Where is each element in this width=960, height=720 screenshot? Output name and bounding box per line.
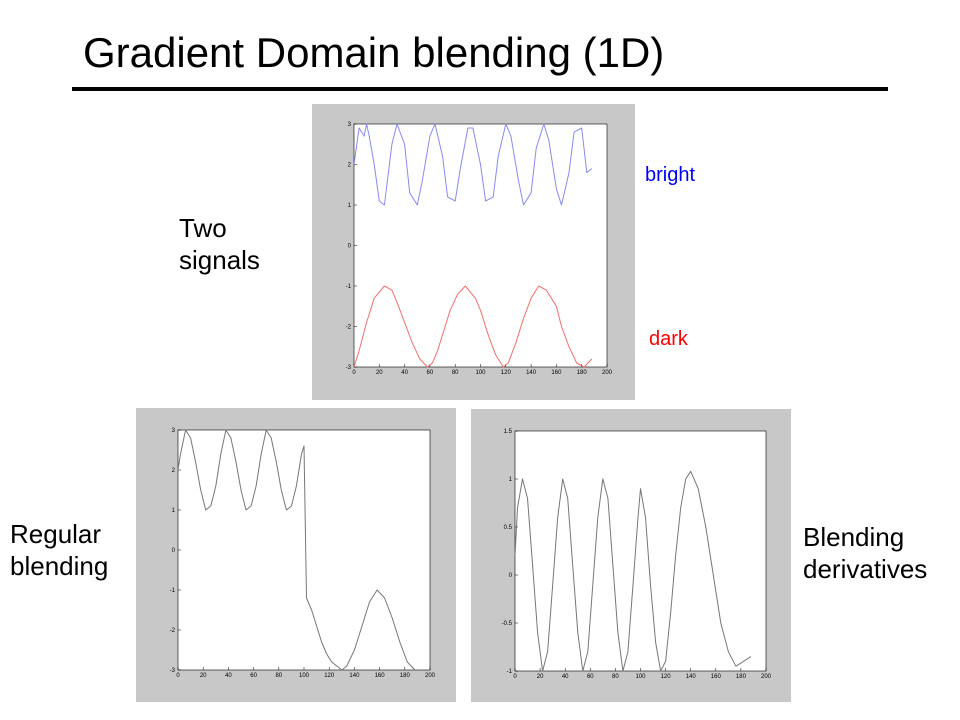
x-tick-label: 20 [537,674,544,680]
x-tick-label: 180 [736,674,747,680]
x-tick-label: 100 [299,673,310,679]
y-tick-label: -3 [346,365,352,371]
x-tick-label: 140 [526,370,537,376]
y-tick-label: 0 [509,573,513,579]
y-tick-label: -1 [507,669,513,675]
x-tick-label: 160 [711,674,722,680]
x-tick-label: 80 [275,673,282,679]
blending-derivatives-label-line2: derivatives [803,554,928,584]
y-tick-label: -2 [170,628,176,634]
two-signals-label: Two signals [179,212,260,276]
y-tick-label: 1 [172,508,176,514]
slide-title: Gradient Domain blending (1D) [83,29,665,76]
x-tick-label: 120 [324,673,335,679]
x-tick-label: 60 [250,673,257,679]
plot-area [514,430,767,672]
series-line-1 [514,470,752,672]
x-tick-label: 20 [376,370,383,376]
x-tick-label: 160 [551,370,562,376]
x-tick-label: 0 [176,673,180,679]
y-tick-label: 1 [509,477,513,483]
two-signals-chart: 0 20 40 60 80 100 120 140 160 180 200 -3 -2 -1 0 1 2 3 [346,122,613,376]
y-tick-label: 2 [172,468,176,474]
y-tick-label: 1.5 [504,429,513,435]
x-tick-label: 60 [427,370,434,376]
y-tick-label: 2 [348,163,352,169]
x-tick-label: 60 [587,674,594,680]
y-tick-label: 0 [172,548,176,554]
title-underline [72,87,888,91]
two-signals-label-line1: Two [179,213,227,243]
x-tick-label: 180 [400,673,411,679]
x-tick-label: 140 [686,674,697,680]
x-tick-label: 140 [349,673,360,679]
blending-derivatives-label: Blending derivatives [803,521,927,585]
y-tick-label: 3 [172,428,176,434]
y-tick-label: -2 [346,325,352,331]
x-tick-label: 40 [401,370,408,376]
x-tick-label: 0 [352,370,356,376]
x-tick-label: 160 [375,673,386,679]
regular-blending-chart-panel: 0 20 40 60 80 100 120 140 160 180 200 -3 -2 -1 0 1 2 3 [136,408,456,702]
regular-blending-label: Regular blending [10,518,108,582]
plot-area [353,123,608,368]
x-tick-label: 100 [475,370,486,376]
x-tick-label: 40 [562,674,569,680]
series-line-1 [353,123,593,206]
dark-label: dark [649,328,688,350]
x-tick-label: 200 [761,674,772,680]
blending-derivatives-label-line1: Blending [803,522,905,552]
regular-blending-label-line2: blending [10,551,109,581]
y-tick-label: 1 [348,203,352,209]
bright-label: bright [645,164,696,186]
blending-derivatives-chart: 0 20 40 60 80 100 120 140 160 180 200 -1 -0.5 0 0.5 1 1.… [502,429,772,680]
y-tick-label: 3 [348,122,352,128]
two-signals-label-line2: signals [179,245,260,275]
regular-blending-label-line1: Regular [10,519,102,549]
regular-blending-chart: 0 20 40 60 80 100 120 140 160 180 200 -3 -2 -1 0 1 2 3 [170,428,436,679]
x-tick-label: 80 [612,674,619,680]
x-tick-label: 120 [501,370,512,376]
x-tick-label: 40 [225,673,232,679]
x-tick-label: 180 [577,370,588,376]
two-signals-chart-panel: 0 20 40 60 80 100 120 140 160 180 200 -3 -2 -1 0 1 2 3 [312,104,635,400]
x-tick-label: 0 [513,674,517,680]
x-tick-label: 120 [661,674,672,680]
y-tick-label: 0.5 [504,525,513,531]
x-tick-label: 80 [452,370,459,376]
series-line-2 [353,285,593,368]
y-tick-label: -1 [346,284,352,290]
y-tick-label: -0.5 [502,621,513,627]
y-tick-label: -1 [170,588,176,594]
series-line-1 [177,429,416,671]
blending-derivatives-chart-panel: 0 20 40 60 80 100 120 140 160 180 200 -1 -0.5 0 0.5 1 1.… [471,409,791,702]
x-tick-label: 200 [425,673,436,679]
y-tick-label: 0 [348,244,352,250]
x-tick-label: 200 [602,370,613,376]
x-tick-label: 20 [200,673,207,679]
x-tick-label: 100 [635,674,646,680]
y-tick-label: -3 [170,668,176,674]
